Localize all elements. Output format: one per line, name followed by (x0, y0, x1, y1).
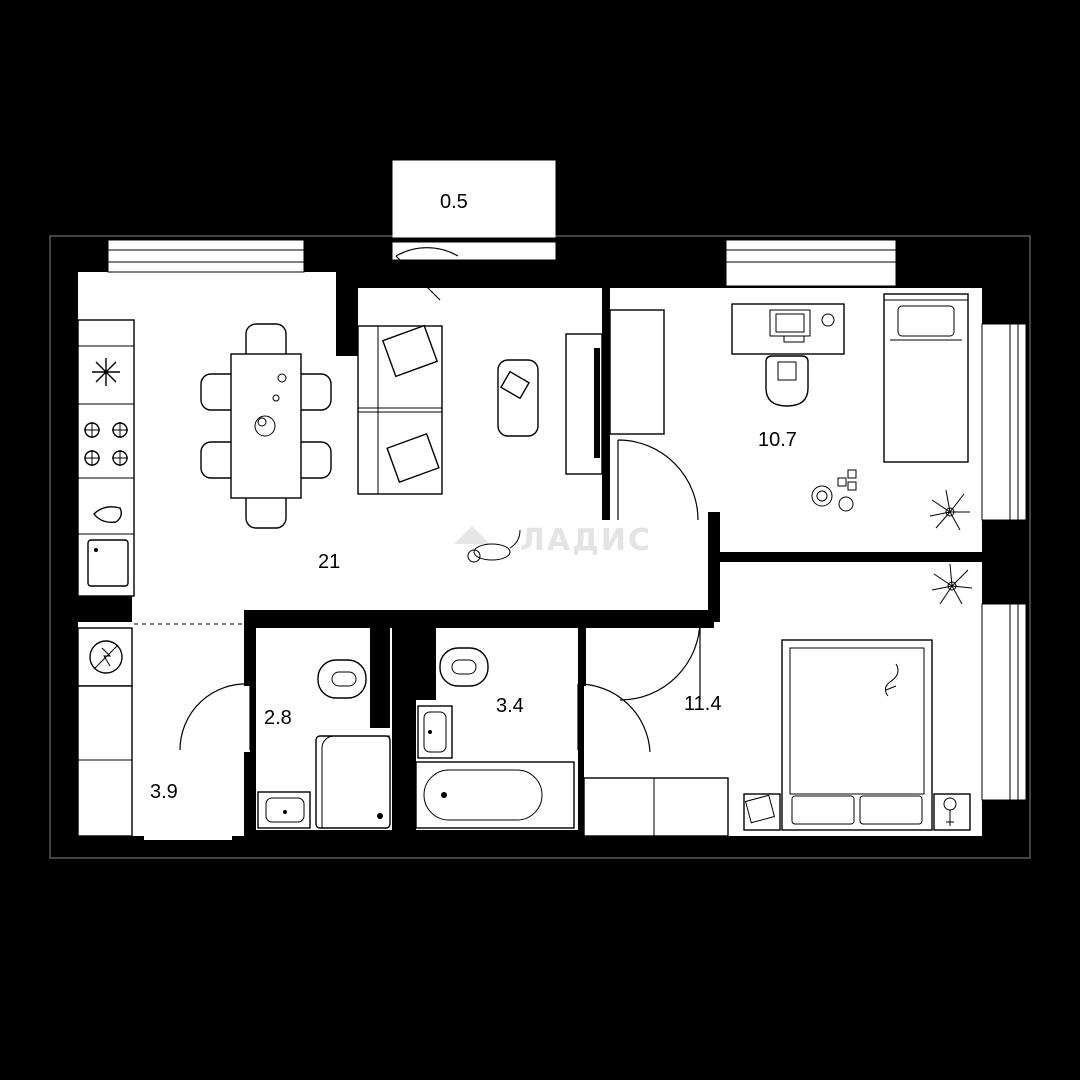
stove-icon (84, 422, 128, 466)
area-label-balcony: 0.5 (440, 191, 468, 213)
snowflake-icon (92, 358, 120, 386)
no-gas-icon (89, 640, 123, 674)
room-labels: 0.5 21 10.7 2.8 3.4 11.4 3.9 (150, 191, 797, 803)
headphones-icon (821, 313, 835, 327)
toilet (317, 659, 367, 699)
area-label-bathroom-small: 2.8 (264, 707, 292, 729)
area-label-hallway: 3.9 (150, 781, 178, 803)
plant-icon (931, 563, 973, 605)
windows (107, 153, 1027, 801)
tv-stand (565, 333, 603, 475)
water-drop-icon (93, 506, 123, 524)
kitchen (77, 319, 244, 837)
toilet (439, 647, 489, 687)
area-label-living-kitchen: 21 (318, 551, 340, 573)
wardrobe (609, 309, 665, 435)
area-label-bathroom: 3.4 (496, 695, 524, 717)
bathtub (415, 761, 575, 829)
coffee-table (497, 359, 539, 437)
toys (811, 469, 857, 512)
sink (417, 705, 453, 759)
sofa (357, 324, 443, 495)
sink-icon (87, 539, 129, 587)
logo-watermark: ЛАДИС (454, 523, 652, 558)
shower (315, 735, 391, 829)
area-label-bedroom-large: 11.4 (684, 693, 721, 715)
bed-double (781, 639, 933, 831)
outer-walls (49, 235, 1031, 859)
nightstand (743, 793, 971, 831)
sink (257, 791, 311, 829)
walls (78, 272, 982, 836)
dresser (583, 777, 729, 837)
bed-single (883, 293, 969, 463)
cat-icon (467, 529, 521, 563)
watermark-text: ЛАДИС (520, 523, 652, 558)
plant-icon (929, 489, 970, 531)
desk (731, 303, 845, 407)
dining-table (200, 323, 332, 529)
area-label-bedroom-small: 10.7 (758, 429, 797, 451)
doors (143, 247, 701, 935)
